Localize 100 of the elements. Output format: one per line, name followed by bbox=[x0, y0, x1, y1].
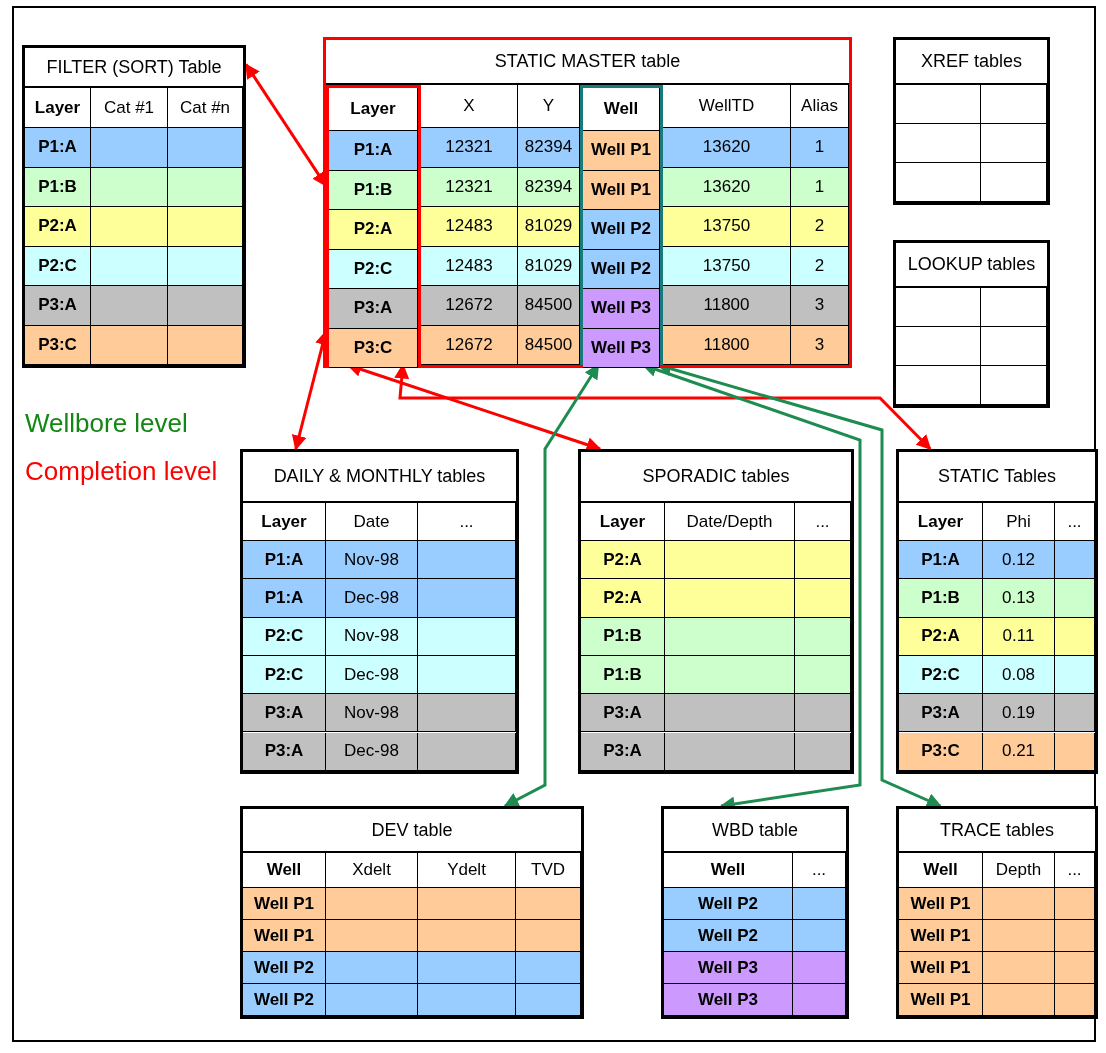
table-cell: P1:A bbox=[243, 579, 326, 618]
data-table bbox=[240, 449, 519, 774]
column-header: Layer bbox=[581, 503, 665, 541]
table-cell: 0.13 bbox=[983, 579, 1055, 618]
column-header: Ydelt bbox=[418, 853, 516, 888]
column-header: Layer bbox=[899, 503, 983, 541]
table-cell: P1:A bbox=[899, 541, 983, 580]
table-cell: Well P1 bbox=[899, 920, 983, 952]
table-cell: Well P1 bbox=[899, 888, 983, 920]
column-header: Date/Depth bbox=[665, 503, 795, 541]
table-column bbox=[580, 85, 663, 365]
table-cell: 3 bbox=[791, 325, 849, 365]
table-cell: P1:B bbox=[899, 579, 983, 618]
column-header: ... bbox=[1055, 503, 1095, 541]
table-cell: 11800 bbox=[663, 286, 791, 326]
column-header: ... bbox=[795, 503, 851, 541]
data-table bbox=[896, 806, 1098, 1019]
table-cell: 12321 bbox=[421, 167, 518, 207]
table-cell: Well P1 bbox=[243, 888, 326, 920]
table-cell: Dec-98 bbox=[326, 579, 418, 618]
column-header: Well bbox=[899, 853, 983, 888]
table-cell: Well P1 bbox=[899, 984, 983, 1016]
table-cell: P3:A bbox=[243, 732, 326, 771]
table-cell: P1:B bbox=[25, 167, 91, 207]
column-header: Alias bbox=[791, 85, 849, 128]
table-cell: P1:A bbox=[25, 128, 91, 168]
table-cell: P2:C bbox=[243, 617, 326, 656]
table-cell: 1 bbox=[791, 167, 849, 207]
table-cell: 12672 bbox=[421, 286, 518, 326]
data-table bbox=[578, 449, 854, 774]
table-cell: Well P3 bbox=[664, 984, 793, 1016]
column-header: Well bbox=[243, 853, 326, 888]
table-cell: 82394 bbox=[518, 167, 580, 207]
table-cell: P1:A bbox=[329, 131, 418, 171]
column-header: Y bbox=[518, 85, 580, 128]
column-header: Phi bbox=[983, 503, 1055, 541]
column-header: ... bbox=[1055, 853, 1095, 888]
table-cell: Well P2 bbox=[583, 210, 660, 250]
table-cell: Well P2 bbox=[243, 984, 326, 1016]
table-cell: 13620 bbox=[663, 167, 791, 207]
column-header: Cat #1 bbox=[91, 88, 168, 128]
column-header: Xdelt bbox=[326, 853, 418, 888]
table-cell: Nov-98 bbox=[326, 541, 418, 580]
table-cell: 12483 bbox=[421, 246, 518, 286]
table-cell: 82394 bbox=[518, 128, 580, 168]
table-cell: 0.21 bbox=[983, 732, 1055, 771]
table-cell: Well P1 bbox=[583, 170, 660, 210]
table-cell: P3:A bbox=[329, 289, 418, 329]
data-table bbox=[22, 45, 246, 368]
column-header: Cat #n bbox=[168, 88, 243, 128]
table-cell: Well P1 bbox=[583, 131, 660, 171]
table-cell: 1 bbox=[791, 128, 849, 168]
table-cell: Well P1 bbox=[243, 920, 326, 952]
table-cell: 13620 bbox=[663, 128, 791, 168]
table-cell: P3:C bbox=[899, 732, 983, 771]
table-cell: P2:C bbox=[243, 655, 326, 695]
table-cell: P1:B bbox=[581, 655, 665, 695]
column-header: TVD bbox=[516, 853, 581, 888]
table-cell: P3:C bbox=[329, 328, 418, 368]
table-cell: P2:C bbox=[329, 249, 418, 289]
column-header: X bbox=[421, 85, 518, 128]
table-cell: P2:A bbox=[25, 207, 91, 247]
column-header: ... bbox=[418, 503, 516, 541]
table-cell: 81029 bbox=[518, 207, 580, 247]
table-cell: P3:A bbox=[581, 694, 665, 733]
data-table bbox=[893, 37, 1050, 205]
table-cell: 0.11 bbox=[983, 617, 1055, 656]
data-table bbox=[896, 449, 1098, 774]
column-header: Well bbox=[664, 853, 793, 888]
table-cell: Well P2 bbox=[243, 952, 326, 984]
table-cell: 84500 bbox=[518, 325, 580, 365]
table-cell: 12483 bbox=[421, 207, 518, 247]
table-cell: Well P3 bbox=[664, 952, 793, 984]
table-cell: Well P3 bbox=[583, 328, 660, 368]
column-header: Layer bbox=[243, 503, 326, 541]
table-cell: 2 bbox=[791, 246, 849, 286]
table-cell: 84500 bbox=[518, 286, 580, 326]
table-cell: 81029 bbox=[518, 246, 580, 286]
table-cell: 11800 bbox=[663, 325, 791, 365]
table-column bbox=[326, 85, 421, 365]
table-cell: P3:A bbox=[899, 694, 983, 733]
column-header: Layer bbox=[329, 88, 418, 131]
table-cell: Dec-98 bbox=[326, 655, 418, 695]
data-table bbox=[240, 806, 584, 1019]
column-header: Date bbox=[326, 503, 418, 541]
table-cell: P1:B bbox=[329, 170, 418, 210]
table-cell: P2:A bbox=[899, 617, 983, 656]
data-table bbox=[893, 240, 1050, 408]
table-cell: P2:A bbox=[329, 210, 418, 250]
table-cell: 2 bbox=[791, 207, 849, 247]
column-header: Layer bbox=[25, 88, 91, 128]
table-cell: P3:A bbox=[243, 694, 326, 733]
table-cell: Well P2 bbox=[664, 920, 793, 952]
table-cell: 13750 bbox=[663, 246, 791, 286]
column-header: ... bbox=[793, 853, 846, 888]
table-cell: 12321 bbox=[421, 128, 518, 168]
table-cell: P2:A bbox=[581, 541, 665, 580]
table-cell: 13750 bbox=[663, 207, 791, 247]
table-cell: P3:A bbox=[581, 732, 665, 771]
table-cell: Well P2 bbox=[583, 249, 660, 289]
